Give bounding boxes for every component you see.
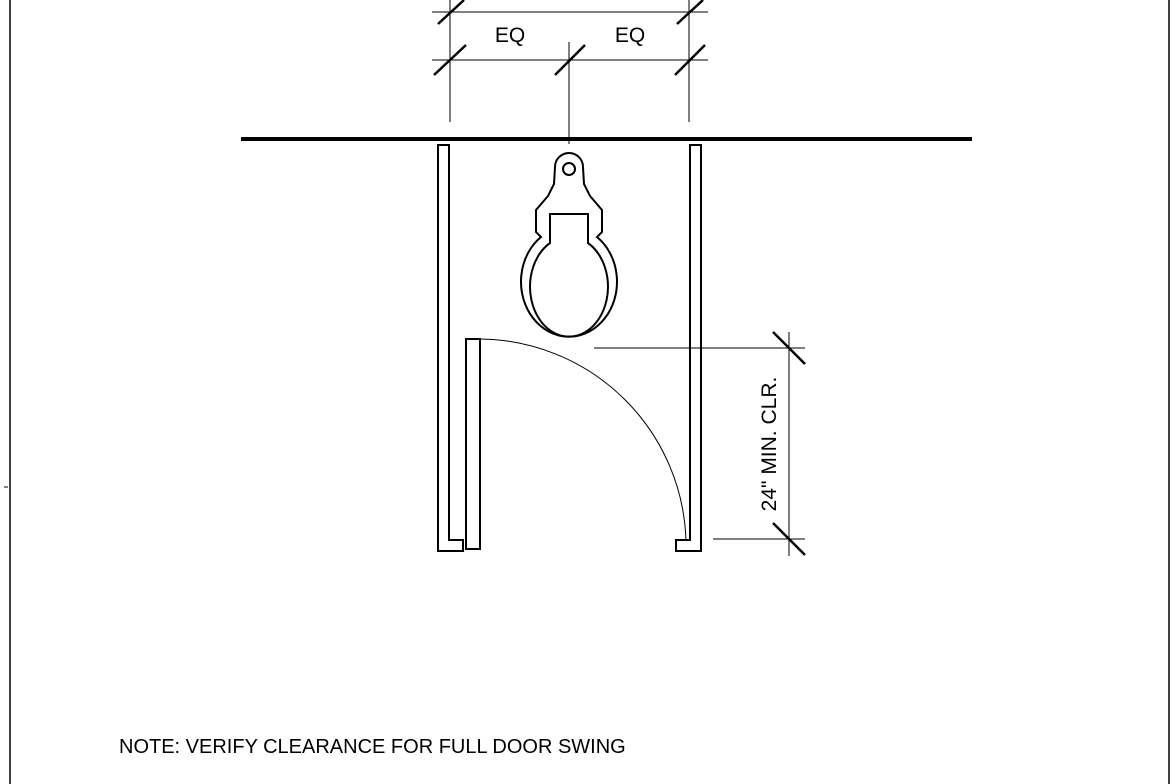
toilet-tank-outline (520, 152, 618, 338)
right-partition (675, 144, 702, 552)
toilet-seat-inner (529, 213, 609, 338)
left-partition (437, 144, 464, 552)
eq-label-left: EQ (495, 24, 525, 47)
drawing-note: NOTE: VERIFY CLEARANCE FOR FULL DOOR SWI… (119, 736, 626, 758)
toilet-fixture (520, 152, 618, 338)
clearance-dimension (594, 331, 806, 556)
sheet-border (4, 0, 1170, 784)
door-swing-arc (479, 338, 687, 542)
door-panel (465, 338, 481, 550)
clearance-label: 24" MIN. CLR. (758, 377, 781, 512)
eq-label-right: EQ (615, 24, 645, 47)
eq-dimension-string (432, 0, 708, 144)
stall-partitions (437, 144, 702, 552)
